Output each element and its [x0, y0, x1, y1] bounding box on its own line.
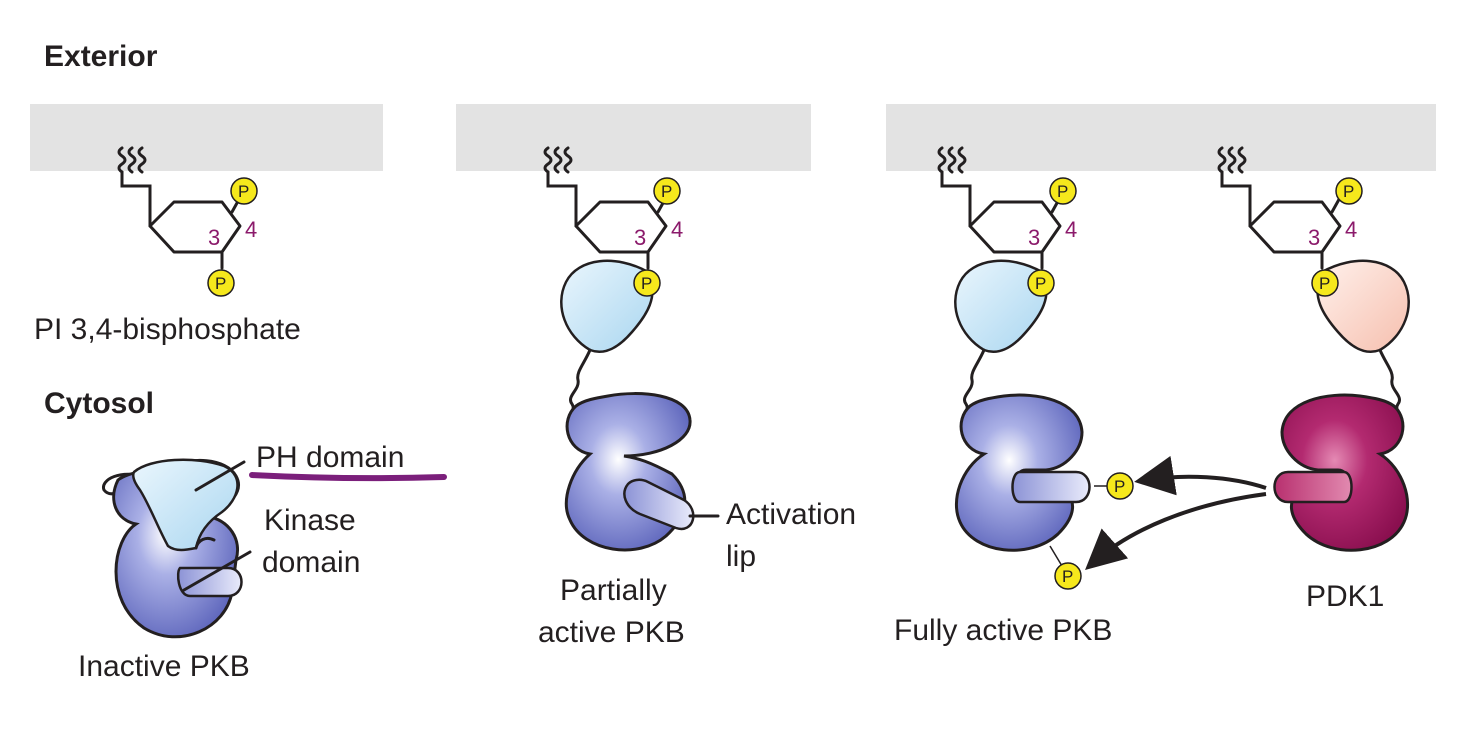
ring-number-3: 3: [208, 225, 220, 250]
phosphate-4: P: [1049, 177, 1077, 205]
phosphate-3: P: [633, 269, 661, 297]
svg-text:P: P: [1319, 274, 1330, 293]
ring-number-4: 4: [1065, 217, 1077, 242]
inactive-pkb-label: Inactive PKB: [78, 650, 250, 683]
kinase-domain-label-line2: domain: [262, 546, 360, 579]
svg-text:P: P: [641, 274, 652, 293]
tail-phosphate-stalk: [1049, 545, 1063, 567]
ph-domain-pointer: [194, 460, 246, 492]
svg-text:P: P: [1035, 274, 1046, 293]
svg-text:P: P: [1114, 477, 1125, 496]
lipid-label: PI 3,4-bisphosphate: [34, 313, 301, 346]
phosphate-3: P: [1027, 269, 1055, 297]
svg-text:P: P: [1062, 567, 1073, 586]
ph-domain-highlight-underline: [249, 472, 447, 482]
pdk1-label: PDK1: [1306, 580, 1384, 613]
ring-number-3: 3: [1308, 225, 1320, 250]
ring-number-4: 4: [245, 217, 257, 242]
svg-text:P: P: [1057, 182, 1068, 201]
exterior-label: Exterior: [44, 40, 158, 73]
ring-number-4: 4: [1345, 217, 1357, 242]
kinase-domain-pointer: [182, 550, 252, 592]
membrane-panel-1: [30, 104, 383, 171]
partially-active-label-line2: active PKB: [538, 616, 685, 649]
ring-number-3: 3: [634, 225, 646, 250]
phosphate-3: P: [1311, 269, 1339, 297]
activation-lip-label-line2: lip: [726, 540, 756, 573]
pi34bp-headgroup-2: [543, 146, 670, 270]
svg-text:P: P: [215, 274, 226, 293]
membrane-panel-3: [886, 104, 1436, 171]
ph-domain-label: PH domain: [256, 441, 404, 474]
svg-text:P: P: [1343, 182, 1354, 201]
pi34bp-headgroup-3: [937, 146, 1064, 270]
membrane-panel-2: [456, 104, 811, 171]
pi34bp-headgroup-1: [117, 146, 244, 270]
partially-active-label-line1: Partially: [560, 574, 667, 607]
phosphate-4: P: [1335, 177, 1363, 205]
pdk1-ph-domain: [1316, 259, 1410, 353]
cytosol-label: Cytosol: [44, 387, 154, 420]
kinase-domain: [955, 393, 1091, 552]
pdk1-kinase-domain: [1273, 393, 1409, 552]
kinase-domain: [564, 392, 695, 552]
activation-lip-label-line1: Activation: [726, 498, 856, 531]
ring-number-3: 3: [1028, 225, 1040, 250]
inactive-pkb: [102, 458, 243, 639]
phosphorylation-arrow-lip: [1134, 455, 1267, 496]
kinase-domain-label-line1: Kinase: [264, 504, 356, 537]
tail-phosphate: P: [1054, 562, 1082, 590]
lip-phosphate: P: [1106, 472, 1134, 500]
ph-domain: [560, 259, 654, 353]
svg-text:P: P: [661, 182, 672, 201]
ph-domain: [954, 259, 1048, 353]
phosphate-4: P: [653, 177, 681, 205]
svg-text:P: P: [238, 182, 249, 201]
fully-active-label: Fully active PKB: [894, 614, 1112, 647]
phosphate-3: P: [207, 269, 235, 297]
phosphate-4: P: [230, 177, 258, 205]
pi34bp-headgroup-4: [1217, 146, 1344, 270]
phosphorylation-arrow-tail: [1085, 492, 1267, 570]
ring-number-4: 4: [671, 217, 683, 242]
